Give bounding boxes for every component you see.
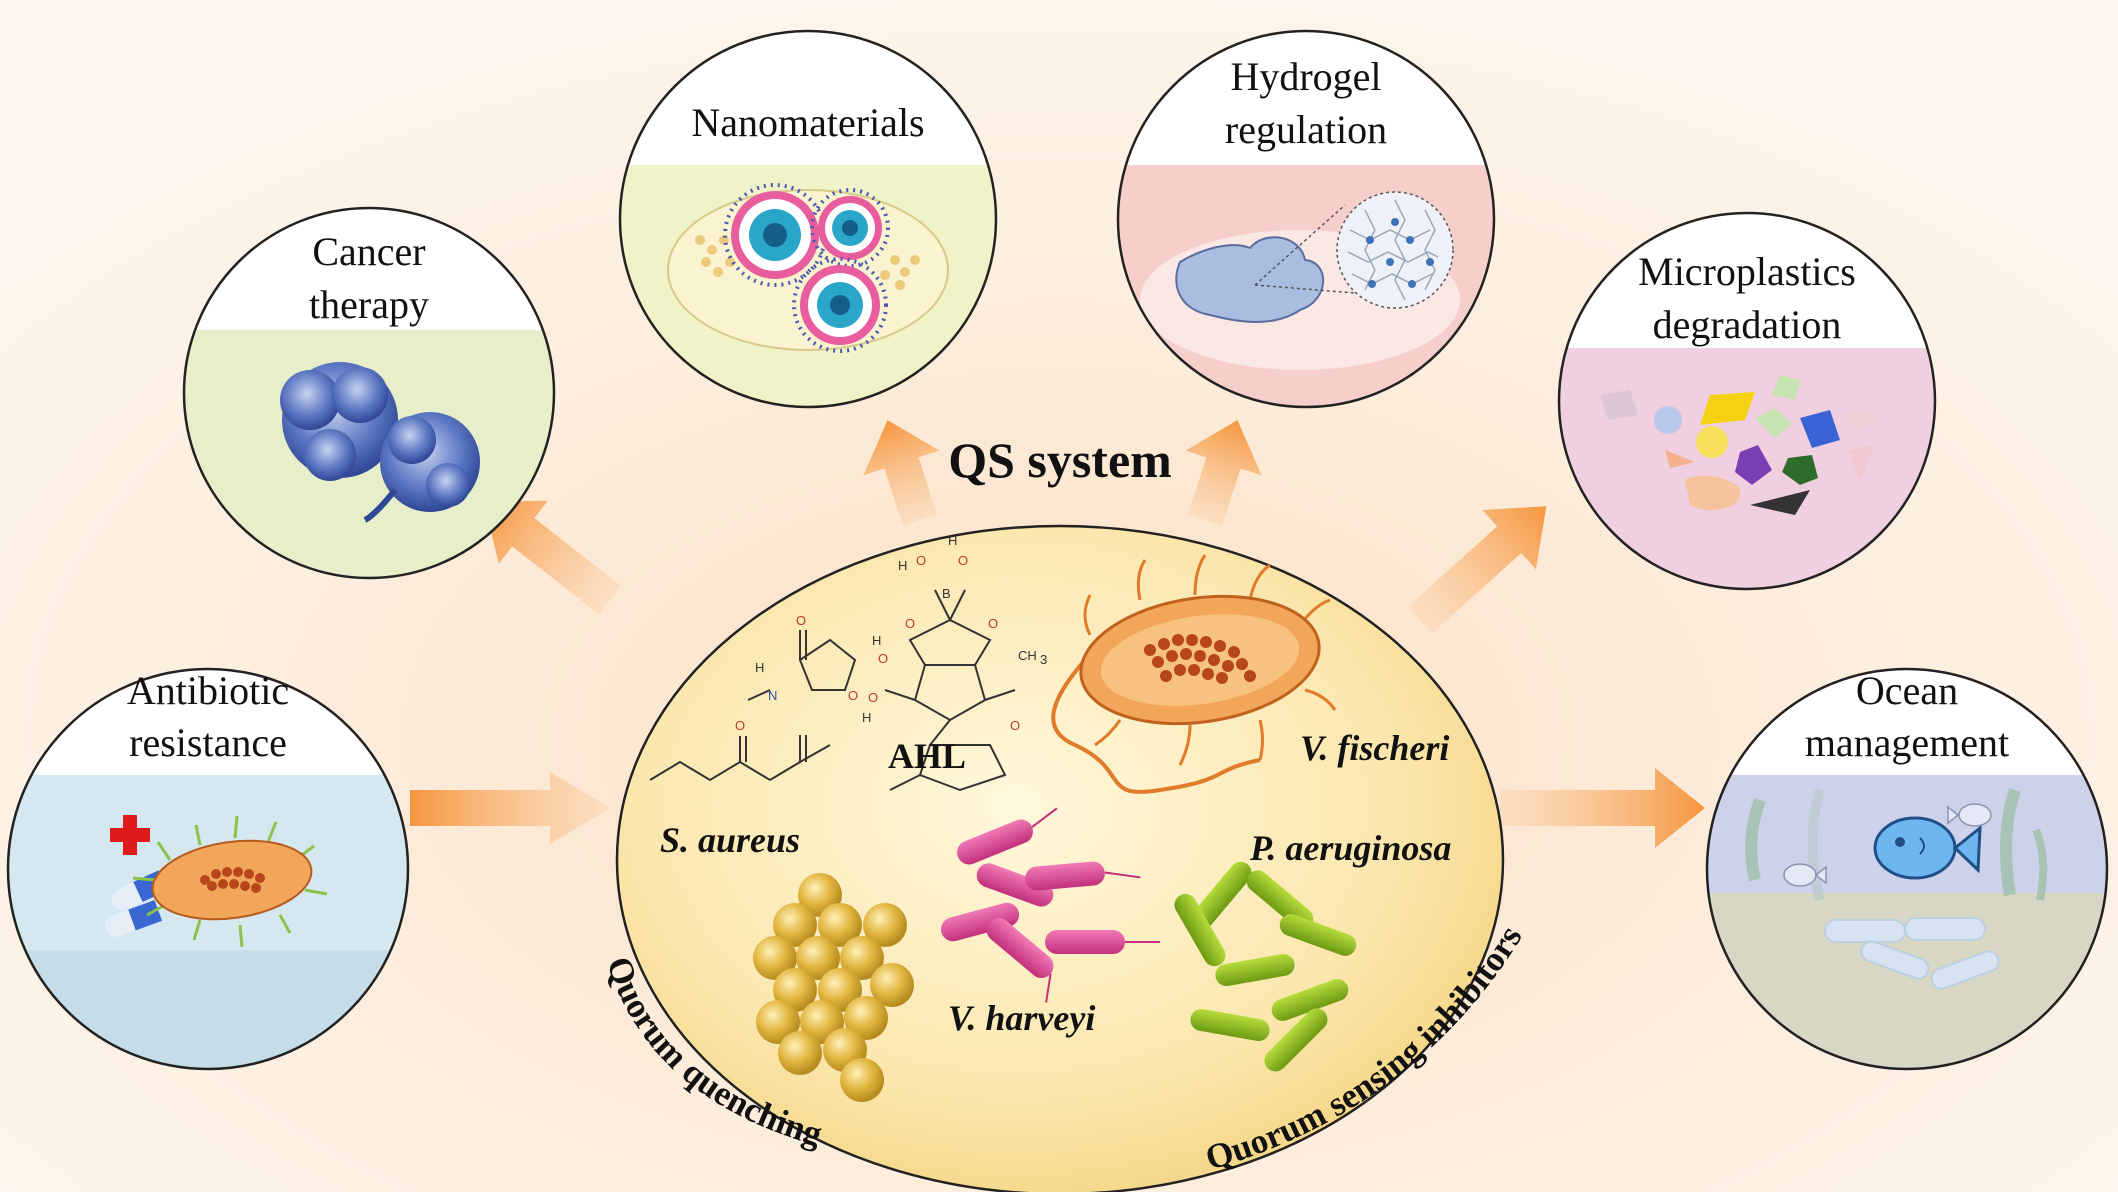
ahl-n: N xyxy=(768,688,777,703)
ai2-o-6: O xyxy=(868,690,878,705)
ai2-h-3: H xyxy=(872,633,881,648)
fish-big xyxy=(1873,816,1982,880)
ahl-o-1: O xyxy=(735,718,745,733)
ocean-title-line1: Ocean xyxy=(1856,668,1958,713)
arrow-to-antibiotic xyxy=(410,772,610,844)
panel-ocean-management: Ocean management xyxy=(1705,667,2109,1071)
arrow-to-nanomaterials xyxy=(863,420,940,526)
v-harveyi-label: V. harveyi xyxy=(948,998,1095,1038)
hydrogel-title-line2: regulation xyxy=(1225,107,1387,152)
ai2-o-4: O xyxy=(988,616,998,631)
ahl-o-2: O xyxy=(796,613,806,628)
ai2-o-5: O xyxy=(878,651,888,666)
hydrogel-illustration xyxy=(1175,191,1454,323)
s-aureus-illustration xyxy=(753,873,914,1102)
v-fischeri-illustration xyxy=(1051,554,1337,794)
arrow-to-ocean xyxy=(1500,768,1705,848)
p-aeruginosa-illustration xyxy=(1174,861,1357,1072)
antibiotic-title-line1: Antibiotic xyxy=(127,668,289,713)
ocean-title-line2: management xyxy=(1805,720,2009,765)
p-aeruginosa-label: P. aeruginosa xyxy=(1249,828,1451,868)
ai2-ch3-sub: 3 xyxy=(1040,652,1047,667)
fish-small-1 xyxy=(1947,803,1992,827)
microplastics-illustration xyxy=(1600,375,1878,515)
ai2-atom-labels: H O H O B O O H O CH 3 O H O xyxy=(862,533,1047,733)
cancer-title-line1: Cancer xyxy=(312,229,425,274)
ahl-label: AHL xyxy=(888,736,966,776)
nanoparticle-illustration xyxy=(667,183,949,353)
nano-title: Nanomaterials xyxy=(691,100,924,145)
panel-microplastics-degradation: Microplastics degradation xyxy=(1557,211,1937,591)
tumor-illustration xyxy=(280,362,480,523)
ahl-o-3: O xyxy=(848,688,858,703)
ai2-o-1: O xyxy=(916,553,926,568)
v-harveyi-illustration xyxy=(940,807,1160,1003)
arrows xyxy=(410,420,1705,848)
micro-title-line1: Microplastics xyxy=(1638,249,1856,294)
ahl-atom-labels: O N H O O xyxy=(735,613,858,733)
ai2-h-2: H xyxy=(948,533,957,548)
arrow-to-cancer xyxy=(483,500,622,615)
ai2-h-1: H xyxy=(898,558,907,573)
ocean-illustration xyxy=(1745,788,2048,990)
fish-small-2 xyxy=(1783,863,1827,887)
ai2-o-2: O xyxy=(958,553,968,568)
s-aureus-label: S. aureus xyxy=(660,820,800,860)
ahl-molecule xyxy=(649,630,857,782)
ai2-o-3: O xyxy=(905,616,915,631)
antibiotic-title-line2: resistance xyxy=(129,720,287,765)
ahl-h: H xyxy=(755,660,764,675)
ai2-molecule xyxy=(884,589,1016,792)
ai2-b: B xyxy=(942,586,951,601)
arrow-to-hydrogel xyxy=(1185,420,1262,526)
arrow-to-microplastics xyxy=(1407,506,1547,634)
antibiotic-illustration xyxy=(105,815,328,948)
qs-system-title: QS system xyxy=(948,432,1172,488)
ai2-h-4: H xyxy=(862,710,871,725)
hydrogel-title-line1: Hydrogel xyxy=(1230,54,1381,99)
v-fischeri-label: V. fischeri xyxy=(1300,728,1449,768)
ai2-ch3: CH xyxy=(1018,648,1037,663)
ai2-o-7: O xyxy=(1010,718,1020,733)
center-ellipse: O N H O O H O H O B O O H O xyxy=(615,524,1505,1192)
cancer-title-line2: therapy xyxy=(309,282,429,327)
micro-title-line2: degradation xyxy=(1653,302,1842,347)
